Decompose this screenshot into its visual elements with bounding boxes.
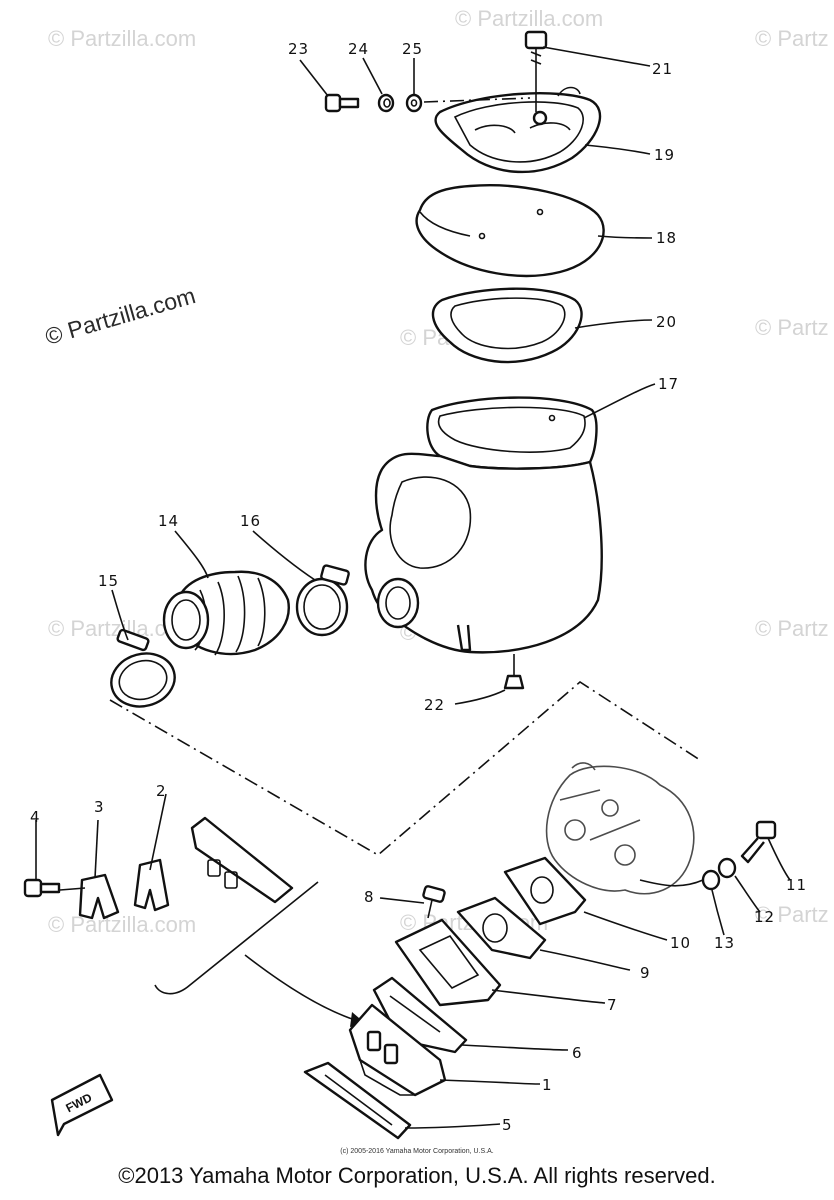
assembly-line — [423, 97, 531, 103]
part-18-filter-element — [415, 184, 605, 278]
part-24-nut — [377, 93, 395, 113]
part-12-washer — [717, 857, 737, 879]
part-15-clamp — [110, 628, 176, 708]
callout-20: 20 — [656, 313, 677, 331]
callout-18: 18 — [656, 229, 677, 247]
callout-5: 5 — [502, 1116, 513, 1134]
callout-6: 6 — [572, 1044, 583, 1062]
part-5-gasket — [303, 1061, 412, 1140]
watermark: © Partz — [755, 616, 829, 641]
part-2-reed-stop — [133, 858, 170, 912]
assembly-arrow — [244, 954, 356, 1021]
part-11-bolt — [740, 820, 777, 864]
assembly-line — [109, 681, 701, 856]
part-8-screw — [422, 885, 446, 919]
part-1-reed-valve — [348, 1003, 447, 1097]
watermark: © Partz — [755, 902, 829, 927]
callout-16: 16 — [240, 512, 261, 530]
leader-lines — [35, 46, 791, 1129]
callout-21: 21 — [652, 60, 673, 78]
callout-labels: 23 24 25 21 19 18 20 17 14 16 15 22 2 3 … — [30, 40, 807, 1134]
callout-15: 15 — [98, 572, 119, 590]
callout-19: 19 — [654, 146, 675, 164]
watermark: © Partzilla.com — [455, 6, 603, 31]
callout-7: 7 — [607, 996, 618, 1014]
forward-arrow-icon: FWD — [50, 1073, 114, 1137]
callout-10: 10 — [670, 934, 691, 952]
part-3-reed-petal — [78, 873, 120, 920]
copyright-notice: ©2013 Yamaha Motor Corporation, U.S.A. A… — [118, 1163, 716, 1188]
callout-8: 8 — [364, 888, 375, 906]
callout-24: 24 — [348, 40, 369, 58]
part-17-air-box — [364, 396, 603, 654]
callout-25: 25 — [402, 40, 423, 58]
part-19-cover-plate — [434, 86, 602, 174]
watermark: © Partzilla.com — [48, 26, 196, 51]
part-14-intake-boot — [162, 570, 290, 656]
part-7-gasket — [394, 918, 502, 1007]
part-4-bolt — [23, 878, 61, 898]
part-23-bolt — [324, 93, 360, 113]
part-21-screw — [524, 30, 548, 112]
watermark-main: © Partzilla.com — [42, 282, 198, 350]
callout-23: 23 — [288, 40, 309, 58]
part-20-gasket — [431, 287, 583, 364]
watermark: © Partzilla.com — [48, 912, 196, 937]
callout-3: 3 — [94, 798, 105, 816]
callout-17: 17 — [658, 375, 679, 393]
engine-reference-outline — [545, 762, 695, 895]
assembly-line — [154, 881, 319, 995]
reed-housing-exploded — [190, 816, 294, 904]
part-16-clamp — [295, 564, 350, 637]
callout-2: 2 — [156, 782, 167, 800]
callout-4: 4 — [30, 808, 41, 826]
diagram-credit: (c) 2005-2016 Yamaha Motor Corporation, … — [340, 1148, 494, 1155]
part-25-washer — [405, 93, 423, 113]
callout-12: 12 — [754, 908, 775, 926]
part-10-gasket — [503, 856, 587, 926]
part-9-spacer — [456, 896, 547, 960]
part-22-grommet — [503, 654, 525, 690]
callout-1: 1 — [542, 1076, 553, 1094]
part-13-nut — [701, 869, 721, 891]
watermark: © Partz — [755, 315, 829, 340]
callout-22: 22 — [424, 696, 445, 714]
callout-14: 14 — [158, 512, 179, 530]
callout-9: 9 — [640, 964, 651, 982]
watermark: © Partz — [755, 26, 829, 51]
callout-11: 11 — [786, 876, 807, 894]
callout-13: 13 — [714, 934, 735, 952]
